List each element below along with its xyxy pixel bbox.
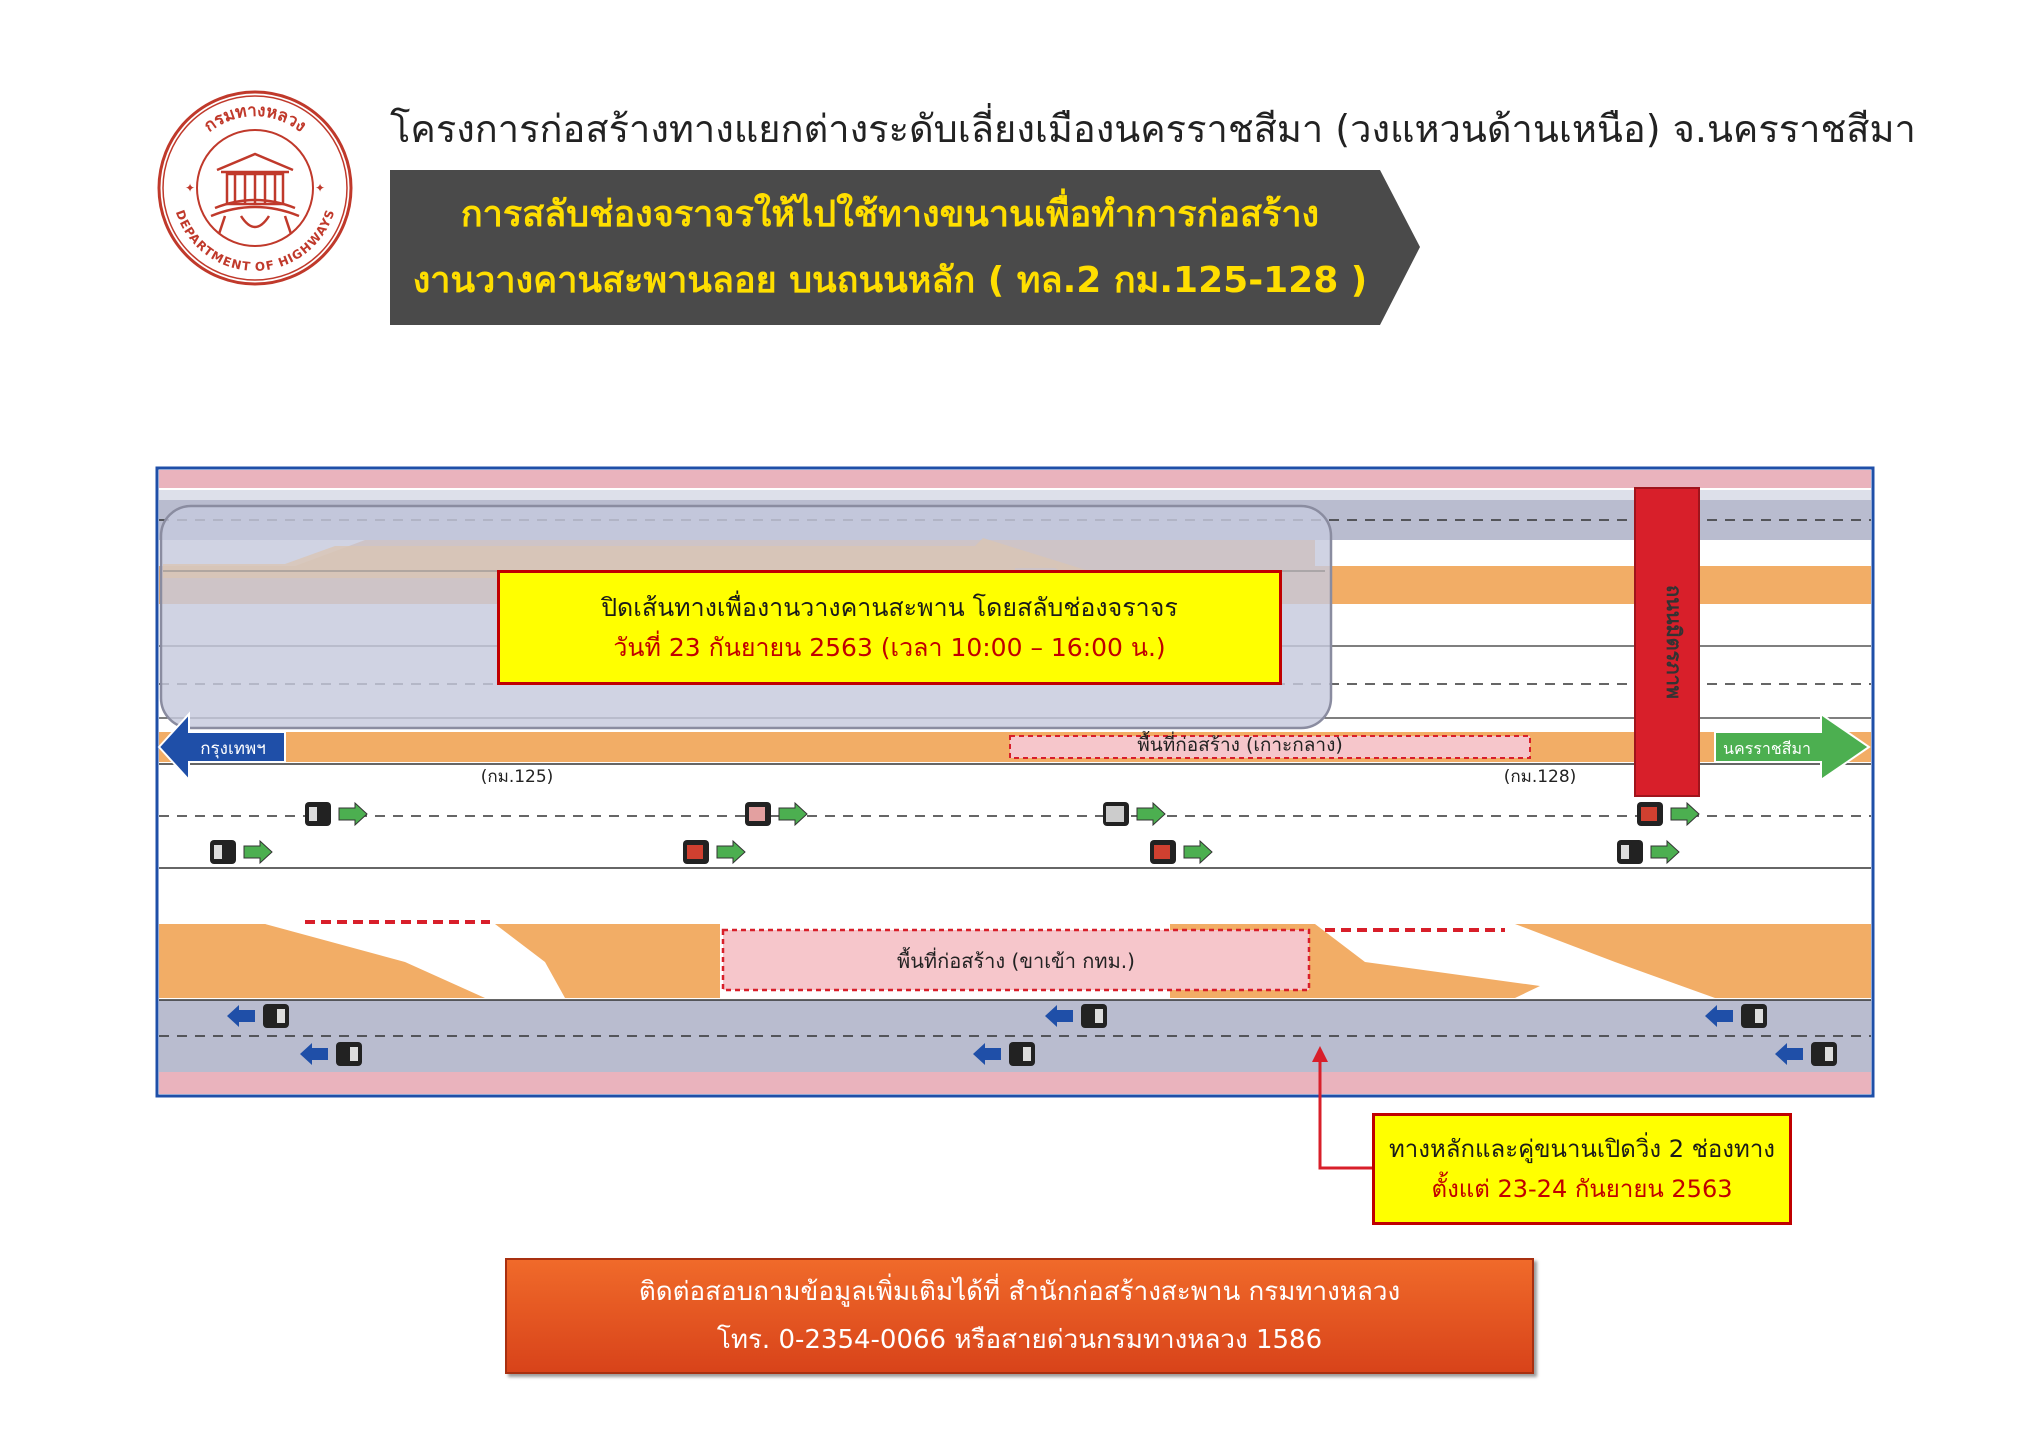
median-construction-label: พื้นที่ก่อสร้าง (เกาะกลาง) — [1137, 731, 1343, 756]
headline-line-2: งานวางคานสะพานลอย บนถนนหลัก ( ทล.2 กม.12… — [412, 259, 1368, 301]
closure-notice: ปิดเส้นทางเพื่องานวางคานสะพาน โดยสลับช่อ… — [497, 570, 1282, 685]
pink-edge-top — [159, 470, 1871, 488]
open-lanes-notice: ทางหลักและคู่ขนานเปิดวิ่ง 2 ช่องทาง ตั้ง… — [1372, 1113, 1792, 1225]
svg-text:✦: ✦ — [315, 181, 325, 195]
median-construction-zone — [1009, 735, 1531, 759]
crossing-road-bar — [1634, 487, 1700, 797]
orange-island-1 — [495, 924, 720, 998]
department-seal-icon: กรมทางหลวง DEPARTMENT OF HIGHWAYS ✦ ✦ — [157, 90, 353, 286]
orange-island-3 — [1515, 924, 1871, 998]
road-diagram: ถนนมิตรภาพ กรุงเทพฯ นครราชสีมา พื้นที่ก่… — [155, 466, 1875, 1098]
outbound-traffic — [210, 801, 1700, 865]
closure-notice-line-1: ปิดเส้นทางเพื่องานวางคานสะพาน โดยสลับช่อ… — [601, 592, 1178, 622]
open-lanes-line-1: ทางหลักและคู่ขนานเปิดวิ่ง 2 ช่องทาง — [1388, 1135, 1776, 1163]
arrow-right-nakhon-icon — [1714, 712, 1871, 782]
km-start-label: (กม.125) — [481, 767, 554, 787]
contact-info: ติดต่อสอบถามข้อมูลเพิ่มเติมได้ที่ สำนักก… — [505, 1258, 1534, 1374]
project-title: โครงการก่อสร้างทางแยกต่างระดับเลี่ยงเมือ… — [390, 107, 1916, 151]
seal-top-text: กรมทางหลวง — [200, 101, 309, 137]
headline-text: การสลับช่องจราจรให้ไปใช้ทางขนานเพื่อทำกา… — [390, 170, 1390, 325]
arrow-left-bangkok-icon — [157, 711, 286, 783]
inbound-construction-zone — [721, 928, 1311, 992]
inbound-construction-label: พื้นที่ก่อสร้าง (ขาเข้า กทม.) — [897, 947, 1135, 973]
closure-notice-line-2: วันที่ 23 กันยายน 2563 (เวลา 10:00 – 16:… — [613, 632, 1166, 662]
crossing-road-label: ถนนมิตรภาพ — [1662, 585, 1686, 699]
callout-pointer — [1312, 1046, 1372, 1170]
contact-line-1: ติดต่อสอบถามข้อมูลเพิ่มเติมได้ที่ สำนักก… — [638, 1277, 1401, 1307]
direction-left-label: กรุงเทพฯ — [200, 739, 266, 759]
headline-line-1: การสลับช่องจราจรให้ไปใช้ทางขนานเพื่อทำกา… — [460, 193, 1320, 235]
km-end-label: (กม.128) — [1504, 767, 1577, 787]
open-lanes-line-2: ตั้งแต่ 23-24 กันยายน 2563 — [1431, 1175, 1733, 1203]
direction-right-label: นครราชสีมา — [1723, 739, 1811, 758]
headline-banner — [390, 170, 1420, 325]
inbound-traffic — [227, 1004, 1837, 1066]
svg-text:✦: ✦ — [185, 181, 195, 195]
pink-edge-bottom — [159, 1072, 1871, 1094]
contact-line-2: โทร. 0-2354-0066 หรือสายด่วนกรมทางหลวง 1… — [716, 1325, 1323, 1355]
